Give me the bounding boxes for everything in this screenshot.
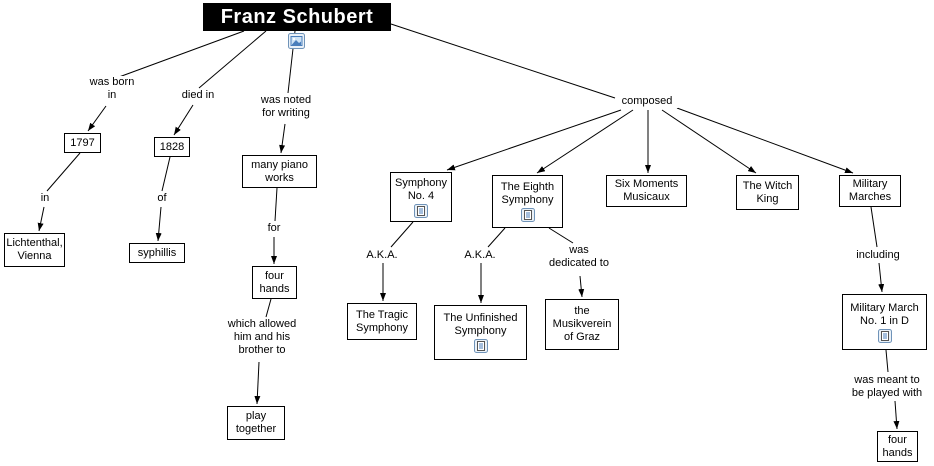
concept-node-many-piano-works[interactable]: many piano works [242,155,317,188]
concept-node-symphony-no4[interactable]: Symphony No. 4 [390,172,452,222]
connector-line [578,275,585,298]
concept-node-lichtenthal-vienna[interactable]: Lichtenthal, Vienna [4,233,65,267]
linking-phrase-died-in[interactable]: died in [176,89,220,102]
concept-node-tragic-symphony[interactable]: The Tragic Symphony [347,303,417,340]
connector-line [265,298,272,318]
concept-node-musikverein-of-graz[interactable]: the Musikverein of Graz [545,299,619,350]
connector-line [198,30,267,89]
root-title-label: Franz Schubert [220,5,374,28]
concept-node-military-marches[interactable]: Military Marches [839,175,901,207]
linking-phrase-was-meant-to[interactable]: was meant to be played with [841,374,933,400]
connector-line [446,109,622,171]
concept-node-syphillis[interactable]: syphillis [129,243,185,263]
concept-node-1828[interactable]: 1828 [154,137,190,157]
concept-node-unfinished-symphony[interactable]: The Unfinished Symphony [434,305,527,360]
concept-node-military-march-no1[interactable]: Military March No. 1 in D [842,294,927,350]
connector-line [487,227,506,248]
document-resource-icon[interactable] [473,339,488,353]
linking-phrase-was-born-in[interactable]: was born in [88,76,136,102]
connector-line [390,221,414,248]
connector-line [173,104,194,136]
linking-phrase-was-noted-for-writing[interactable]: was noted for writing [254,94,318,120]
concept-node-six-moments-musicaux[interactable]: Six Moments Musicaux [606,175,687,207]
concept-node-four-hands-final[interactable]: four hands [877,431,918,462]
connector-line [37,206,45,232]
connector-line [676,107,854,174]
connector-line [390,23,616,99]
connector-line [118,30,245,78]
linking-phrase-aka-tragic[interactable]: A.K.A. [362,249,402,262]
connector-line [279,123,286,154]
concept-node-the-witch-king[interactable]: The Witch King [736,175,799,210]
document-resource-icon[interactable] [877,328,892,343]
concept-node-eighth-symphony[interactable]: The Eighth Symphony [492,175,563,228]
concept-node-franz-schubert[interactable]: Franz Schubert [203,3,391,31]
concept-node-four-hands[interactable]: four hands [252,266,297,299]
linking-phrase-for[interactable]: for [264,222,284,235]
linking-phrase-which-allowed[interactable]: which allowed him and his brother to [224,318,300,357]
connector-line [155,206,162,242]
document-resource-icon[interactable] [520,208,535,222]
connector-line [161,156,171,192]
connector-line [46,152,81,192]
linking-phrase-aka-unfinished[interactable]: A.K.A. [460,249,500,262]
connector-line [548,227,574,244]
connector-line [254,361,261,405]
concept-node-1797[interactable]: 1797 [64,133,101,153]
document-resource-icon[interactable] [414,203,428,218]
connector-line [870,206,878,248]
concept-node-play-together[interactable]: play together [227,406,285,440]
linking-phrase-was-dedicated-to[interactable]: was dedicated to [540,244,618,270]
connector-line [661,109,757,174]
linking-phrase-including[interactable]: including [852,249,904,262]
connector-line [885,349,889,373]
linking-phrase-composed[interactable]: composed [616,95,678,108]
connector-line [274,187,278,222]
linking-phrase-of[interactable]: of [153,192,171,205]
linking-phrase-in[interactable]: in [36,192,54,205]
connector-line [893,400,900,430]
image-resource-icon[interactable] [288,33,305,49]
connector-line [878,262,885,293]
connector-line [536,109,634,174]
connector-line [87,105,107,132]
